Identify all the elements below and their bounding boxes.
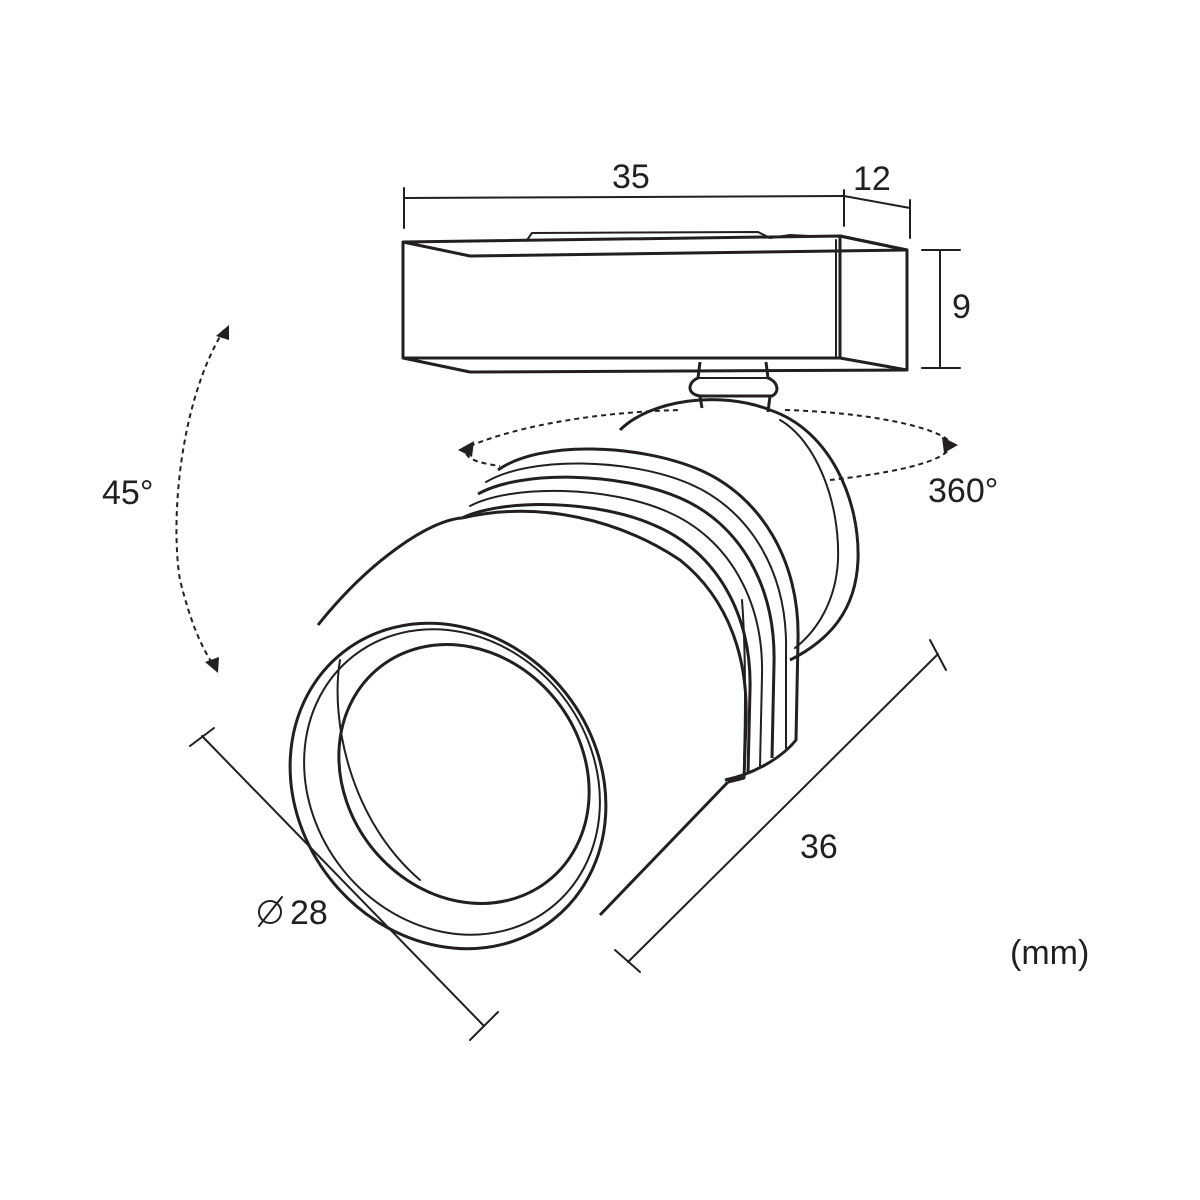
- lamp-body: [316, 509, 748, 917]
- rear-housing: [618, 398, 860, 662]
- label-rotation: 360°: [928, 472, 998, 510]
- lens-front: [288, 621, 608, 951]
- label-height: 9: [952, 288, 971, 326]
- rotation-indicator: [458, 409, 958, 481]
- body-bottom-line: [598, 780, 730, 917]
- label-length: 35: [612, 158, 650, 196]
- diameter-icon: [258, 896, 283, 927]
- fin-1: [497, 447, 800, 782]
- rotation-arrow-right: [942, 437, 958, 453]
- dim-36-tick-bottom: [614, 949, 641, 973]
- lens-inner-ring: [337, 643, 591, 905]
- rotation-arc-left: [469, 409, 681, 447]
- body-side-shade: [741, 599, 747, 761]
- label-body-length: 36: [800, 828, 838, 866]
- tilt-arrow-bottom: [205, 657, 219, 673]
- fin-1b: [485, 462, 788, 749]
- body-top-line: [316, 516, 463, 626]
- dim-35-line: [403, 195, 845, 199]
- diameter-circle: [258, 900, 282, 924]
- fin-2: [477, 475, 776, 759]
- swivel-stem: [688, 361, 779, 398]
- lens-outer-ring: [288, 621, 608, 951]
- adapter-top-face: [401, 234, 909, 258]
- rotation-arc-right: [784, 409, 951, 481]
- diameter-slash: [258, 896, 283, 927]
- heat-sink-fins: [461, 447, 800, 782]
- label-unit: (mm): [1010, 934, 1089, 972]
- tilt-arc: [175, 329, 225, 667]
- rear-housing-edge: [779, 419, 840, 649]
- lens-rim: [303, 628, 601, 936]
- track-adapter: [401, 231, 909, 374]
- label-width: 12: [853, 160, 891, 198]
- rear-housing-outline: [618, 398, 860, 662]
- dim-28-line: [201, 735, 485, 1027]
- fin-2b: [469, 489, 764, 767]
- dim-12-line: [843, 195, 911, 209]
- label-diameter: 28: [290, 894, 328, 932]
- adapter-rail: [526, 231, 771, 241]
- dimension-lines: [189, 187, 961, 1041]
- fin-3: [461, 503, 752, 775]
- dim-36-line: [627, 653, 939, 963]
- tilt-arrow-top: [216, 325, 229, 340]
- label-tilt: 45°: [102, 474, 153, 512]
- adapter-front-face: [401, 236, 842, 360]
- lens-reflection: [336, 659, 421, 881]
- tilt-indicator: [175, 325, 229, 673]
- rotation-arrow-left: [458, 441, 474, 457]
- adapter-side-face: [839, 234, 909, 372]
- adapter-bottom-edge: [402, 356, 908, 374]
